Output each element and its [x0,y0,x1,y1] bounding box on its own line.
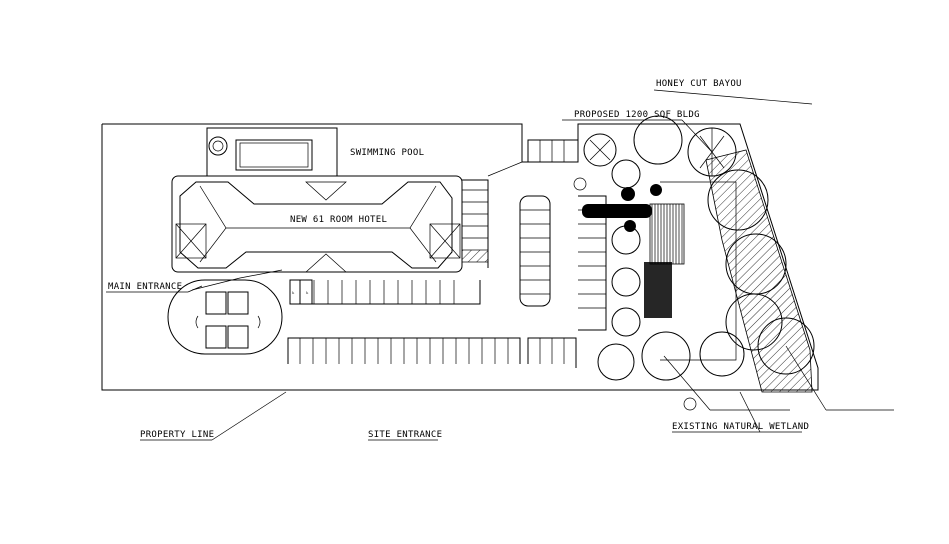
proposed-building-area [582,181,737,361]
parking-stalls-middle: ♿ ♿ [289,279,481,305]
label-main-entrance: MAIN ENTRANCE [108,282,182,292]
label-wetland: EXISTING NATURAL WETLAND [672,422,809,432]
parking-stalls-right [461,139,697,411]
label-site-entrance: SITE ENTRANCE [368,430,442,440]
property-boundary [101,123,819,391]
label-honey-cut-bayou: HONEY CUT BAYOU [656,79,742,89]
parking-stalls-lower [287,337,577,368]
wetland-area [705,149,813,393]
label-hotel: NEW 61 ROOM HOTEL [290,215,387,225]
label-swimming-pool: SWIMMING POOL [350,148,424,158]
swimming-pool [206,127,338,177]
trees [583,115,815,381]
label-property-line: PROPERTY LINE [140,430,214,440]
leader-lines [106,89,894,441]
svg-text:♿: ♿ [292,290,295,295]
label-proposed-bldg: PROPOSED 1200 SQF BLDG [574,110,700,120]
svg-text:♿: ♿ [306,290,309,295]
hotel-building [171,175,463,273]
entrance-roundabout [167,269,283,355]
